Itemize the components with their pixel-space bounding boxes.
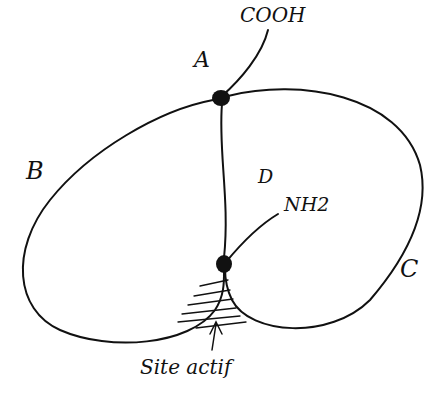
junction-dot: [216, 255, 232, 273]
domain-b-outline: [23, 100, 224, 343]
carboxyl-stem: [222, 30, 268, 96]
domain-label: C: [400, 256, 418, 282]
segment-label: A: [194, 48, 210, 72]
site-label: Site actif: [140, 356, 231, 378]
domain-divider: [221, 104, 226, 258]
amino-stem: [226, 214, 278, 262]
active-site-hatch: [178, 280, 246, 328]
domain-c-outline: [225, 89, 423, 328]
domain-label: B: [26, 158, 44, 184]
domain-label: D: [258, 166, 273, 187]
active-site-arrow: [210, 322, 222, 350]
terminus-label: COOH: [240, 4, 306, 26]
junction-dot: [212, 90, 230, 106]
terminus-label: NH2: [284, 194, 329, 215]
